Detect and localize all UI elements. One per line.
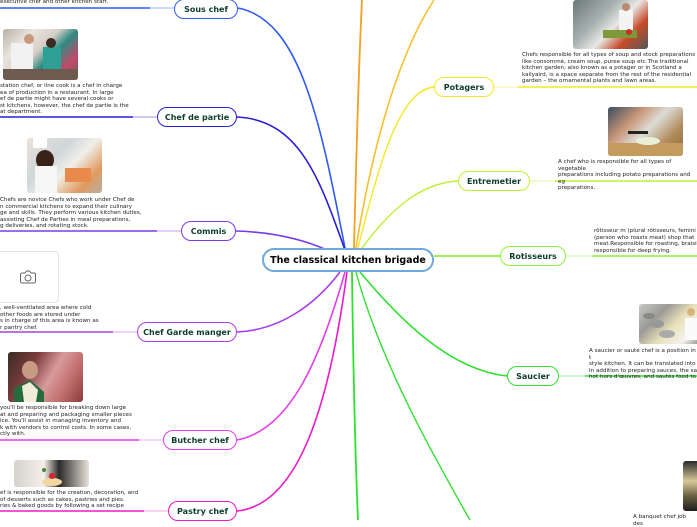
node-potagers[interactable]: Potagers: [434, 77, 494, 97]
note-text: you'll be responsible for breaking down …: [0, 405, 132, 438]
butcher-photo: [8, 352, 83, 402]
note-butcher: you'll be responsible for breaking down …: [0, 405, 139, 438]
saucier-photo: [639, 304, 697, 344]
node-label: Saucier: [516, 371, 550, 381]
garde-manger-image-placeholder: [0, 251, 59, 303]
banquet-photo: [683, 461, 697, 511]
central-topic[interactable]: The classical kitchen brigade: [262, 248, 434, 272]
note-text: station chef, or line cook is a chef in …: [0, 83, 129, 116]
node-sous-chef[interactable]: Sous chef: [174, 0, 238, 19]
node-label: Butcher chef: [171, 435, 229, 445]
note-text: executive chef and other kitchen staff.: [0, 0, 109, 5]
node-rotisseurs[interactable]: Rotisseurs: [500, 246, 566, 266]
note-text: A banquet chef job des: [633, 514, 686, 527]
note-garde-manger: , well-ventilated area where cold other …: [0, 305, 113, 331]
potagers-photo: [573, 0, 648, 49]
note-text: A saucier or sauté chef is a position in…: [589, 348, 697, 381]
note-sous-chef: executive chef and other kitchen staff.: [0, 0, 150, 6]
node-label: Pastry chef: [177, 506, 228, 516]
note-chef-de-partie: station chef, or line cook is a chef in …: [0, 83, 133, 116]
note-text: ef is responsible for the creation, deco…: [0, 490, 139, 510]
note-text: rôtisseur m (plural rôtisseurs, femini (…: [594, 228, 697, 254]
node-saucier[interactable]: Saucier: [507, 366, 559, 386]
note-text: A chef who is responsible for all types …: [558, 159, 691, 192]
note-banquet-chef: A banquet chef job des: [633, 514, 697, 527]
node-garde-manger[interactable]: Chef Garde manger: [137, 322, 237, 342]
node-label: Entremetier: [466, 176, 522, 186]
node-label: Sous chef: [184, 4, 228, 14]
chef-de-partie-photo: [3, 29, 78, 80]
note-text: Chefs responsible for all types of soup …: [522, 52, 696, 85]
node-label: Commis: [190, 226, 227, 236]
node-commis[interactable]: Commis: [181, 221, 236, 241]
note-potagers: Chefs responsible for all types of soup …: [522, 52, 697, 85]
note-rotisseurs: rôtisseur m (plural rôtisseurs, femini (…: [594, 228, 697, 254]
note-commis: Chefs are novice Chefs who work under Ch…: [0, 197, 157, 230]
node-label: Potagers: [443, 82, 485, 92]
note-entremetier: A chef who is responsible for all types …: [558, 159, 697, 192]
node-pastry-chef[interactable]: Pastry chef: [168, 501, 237, 521]
note-text: Chefs are novice Chefs who work under Ch…: [0, 197, 142, 230]
node-label: Chef Garde manger: [143, 327, 231, 337]
note-saucier: A saucier or sauté chef is a position in…: [589, 348, 697, 381]
note-pastry: ef is responsible for the creation, deco…: [0, 490, 144, 510]
commis-photo: [27, 138, 102, 193]
node-butcher-chef[interactable]: Butcher chef: [163, 430, 237, 450]
pastry-photo: [14, 460, 89, 487]
note-text: , well-ventilated area where cold other …: [0, 305, 99, 331]
node-label: Chef de partie: [164, 112, 230, 122]
node-entremetier[interactable]: Entremetier: [458, 171, 530, 191]
entremetier-photo: [608, 107, 683, 156]
camera-icon: [19, 270, 36, 284]
node-chef-de-partie[interactable]: Chef de partie: [157, 107, 237, 127]
central-topic-label: The classical kitchen brigade: [270, 254, 426, 266]
node-label: Rotisseurs: [509, 251, 557, 261]
